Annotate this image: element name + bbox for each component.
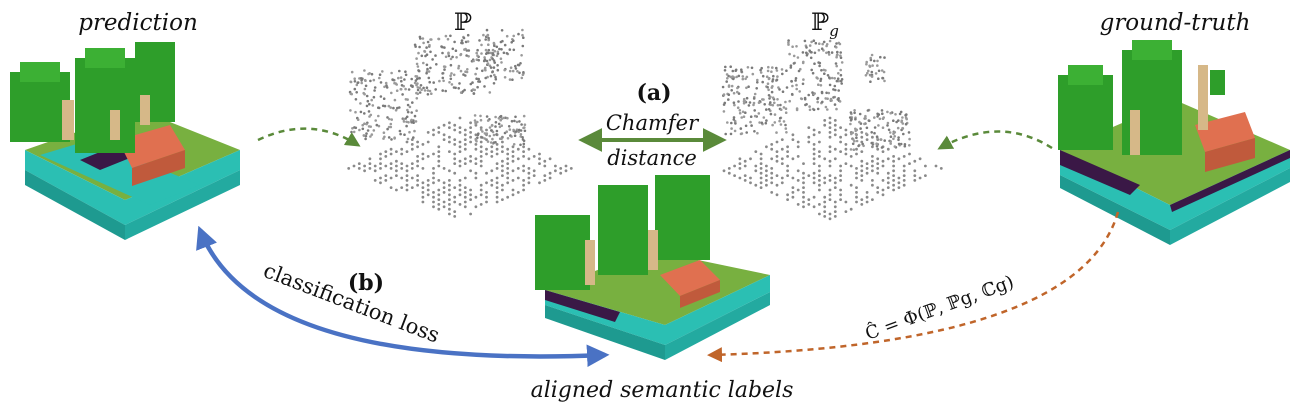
aligned-semantic-labels: aligned semantic labels [531, 378, 794, 403]
chamfer-label-line1: Chamfer [606, 111, 700, 135]
prediction-scene [10, 42, 240, 240]
classification-loss-arrow [196, 225, 610, 368]
ground-truth-label: ground-truth [1100, 10, 1251, 36]
pg-symbol: ℙg [811, 8, 839, 40]
tag-b: (b) [348, 270, 384, 296]
point-cloud-pg [721, 39, 943, 221]
alignment-formula: Ĉ = Φ(ℙ, ℙg, ℂg) [862, 270, 1017, 345]
tag-a: (a) [636, 80, 671, 106]
point-cloud-p [347, 28, 573, 218]
chamfer-label-line2: distance [607, 146, 697, 170]
p-symbol: ℙ [454, 8, 472, 36]
arrow-groundtruth-to-pg [937, 130, 1053, 150]
arrow-prediction-to-p [257, 127, 361, 147]
ground-truth-scene [1058, 40, 1290, 245]
aligned-scene [535, 175, 770, 360]
alignment-arrow [707, 211, 1120, 363]
prediction-label: prediction [78, 10, 198, 36]
